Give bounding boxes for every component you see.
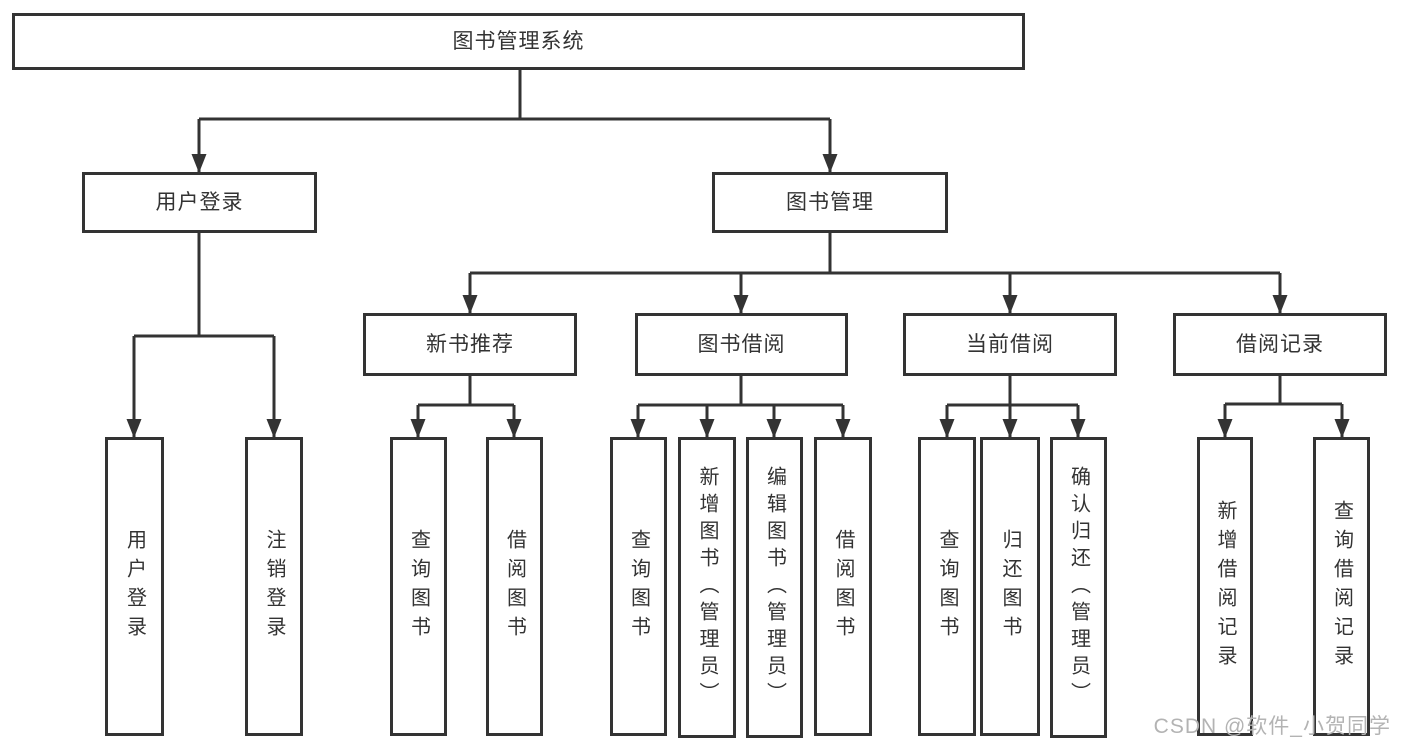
node-label: 当前借阅	[966, 333, 1054, 356]
node-label: 查询图书	[627, 528, 650, 645]
node-label: 借阅记录	[1236, 333, 1324, 356]
node-label: 归还图书	[999, 528, 1021, 645]
node-user-login: 用户登录	[82, 172, 317, 233]
leaf-query-books-current: 查询图书	[918, 437, 976, 736]
leaf-borrow-books: 借阅图书	[814, 437, 872, 736]
leaf-add-borrow-record: 新增借阅记录	[1197, 437, 1253, 736]
node-label: 新增借阅记录	[1214, 499, 1236, 674]
node-borrow-records: 借阅记录	[1173, 313, 1387, 376]
leaf-return-books: 归还图书	[980, 437, 1040, 736]
node-new-book-recommend: 新书推荐	[363, 313, 577, 376]
node-label: 确认归还（管理员）	[1067, 466, 1090, 709]
node-label: 查询借阅记录	[1330, 499, 1353, 674]
leaf-query-books-borrow: 查询图书	[610, 437, 667, 736]
node-label: 借阅图书	[503, 528, 526, 645]
node-label: 编辑图书（管理员）	[763, 466, 786, 709]
node-label: 查询图书	[936, 528, 958, 645]
leaf-query-borrow-record: 查询借阅记录	[1313, 437, 1370, 736]
node-label: 用户登录	[123, 528, 146, 645]
node-book-management: 图书管理	[712, 172, 948, 233]
node-label: 查询图书	[407, 528, 430, 645]
node-label: 图书管理	[786, 191, 874, 214]
node-label: 图书借阅	[697, 333, 786, 356]
leaf-user-login: 用户登录	[105, 437, 164, 736]
leaf-add-books-admin: 新增图书（管理员）	[678, 437, 736, 738]
node-current-borrow: 当前借阅	[903, 313, 1117, 376]
csdn-watermark: CSDN @软件_小贺同学	[1153, 715, 1391, 738]
node-label: 新书推荐	[426, 333, 514, 356]
leaf-borrow-books-recommend: 借阅图书	[486, 437, 543, 736]
node-label: 新增图书（管理员）	[696, 466, 718, 709]
leaf-confirm-return-admin: 确认归还（管理员）	[1050, 437, 1107, 738]
leaf-edit-books-admin: 编辑图书（管理员）	[746, 437, 803, 738]
leaf-query-books-recommend: 查询图书	[390, 437, 447, 736]
node-label: 用户登录	[155, 191, 244, 214]
node-label: 图书管理系统	[452, 30, 585, 53]
node-label: 借阅图书	[832, 528, 854, 645]
node-label: 注销登录	[263, 528, 285, 645]
node-library-management-system: 图书管理系统	[12, 13, 1025, 70]
leaf-logout: 注销登录	[245, 437, 303, 736]
node-book-borrow: 图书借阅	[635, 313, 848, 376]
